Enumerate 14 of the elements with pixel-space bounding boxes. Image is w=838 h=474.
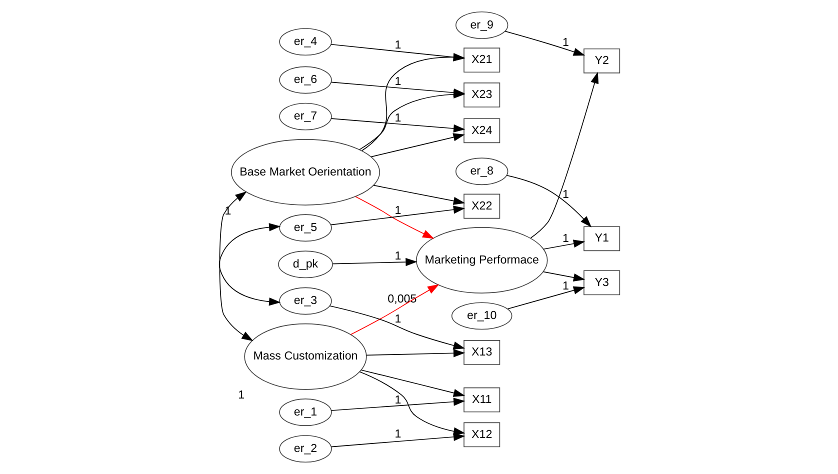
edge-label: 1 xyxy=(562,188,568,202)
edge-label: 1 xyxy=(394,38,401,52)
edge-label: 1 xyxy=(394,312,401,326)
edge-label: 1 xyxy=(394,204,401,217)
edge-label: 1 xyxy=(562,232,568,246)
edge-label: 1 xyxy=(394,75,401,88)
node-label: 1 xyxy=(238,388,244,402)
edge-label: 1 xyxy=(394,112,401,125)
node-label: 1 xyxy=(224,204,231,218)
edge-label: 1 xyxy=(562,36,568,50)
edge-label: 1 xyxy=(394,250,401,263)
edge-label: 1 xyxy=(394,393,401,406)
edge-label: 1 xyxy=(562,280,568,293)
edge-label: 1 xyxy=(394,427,401,440)
